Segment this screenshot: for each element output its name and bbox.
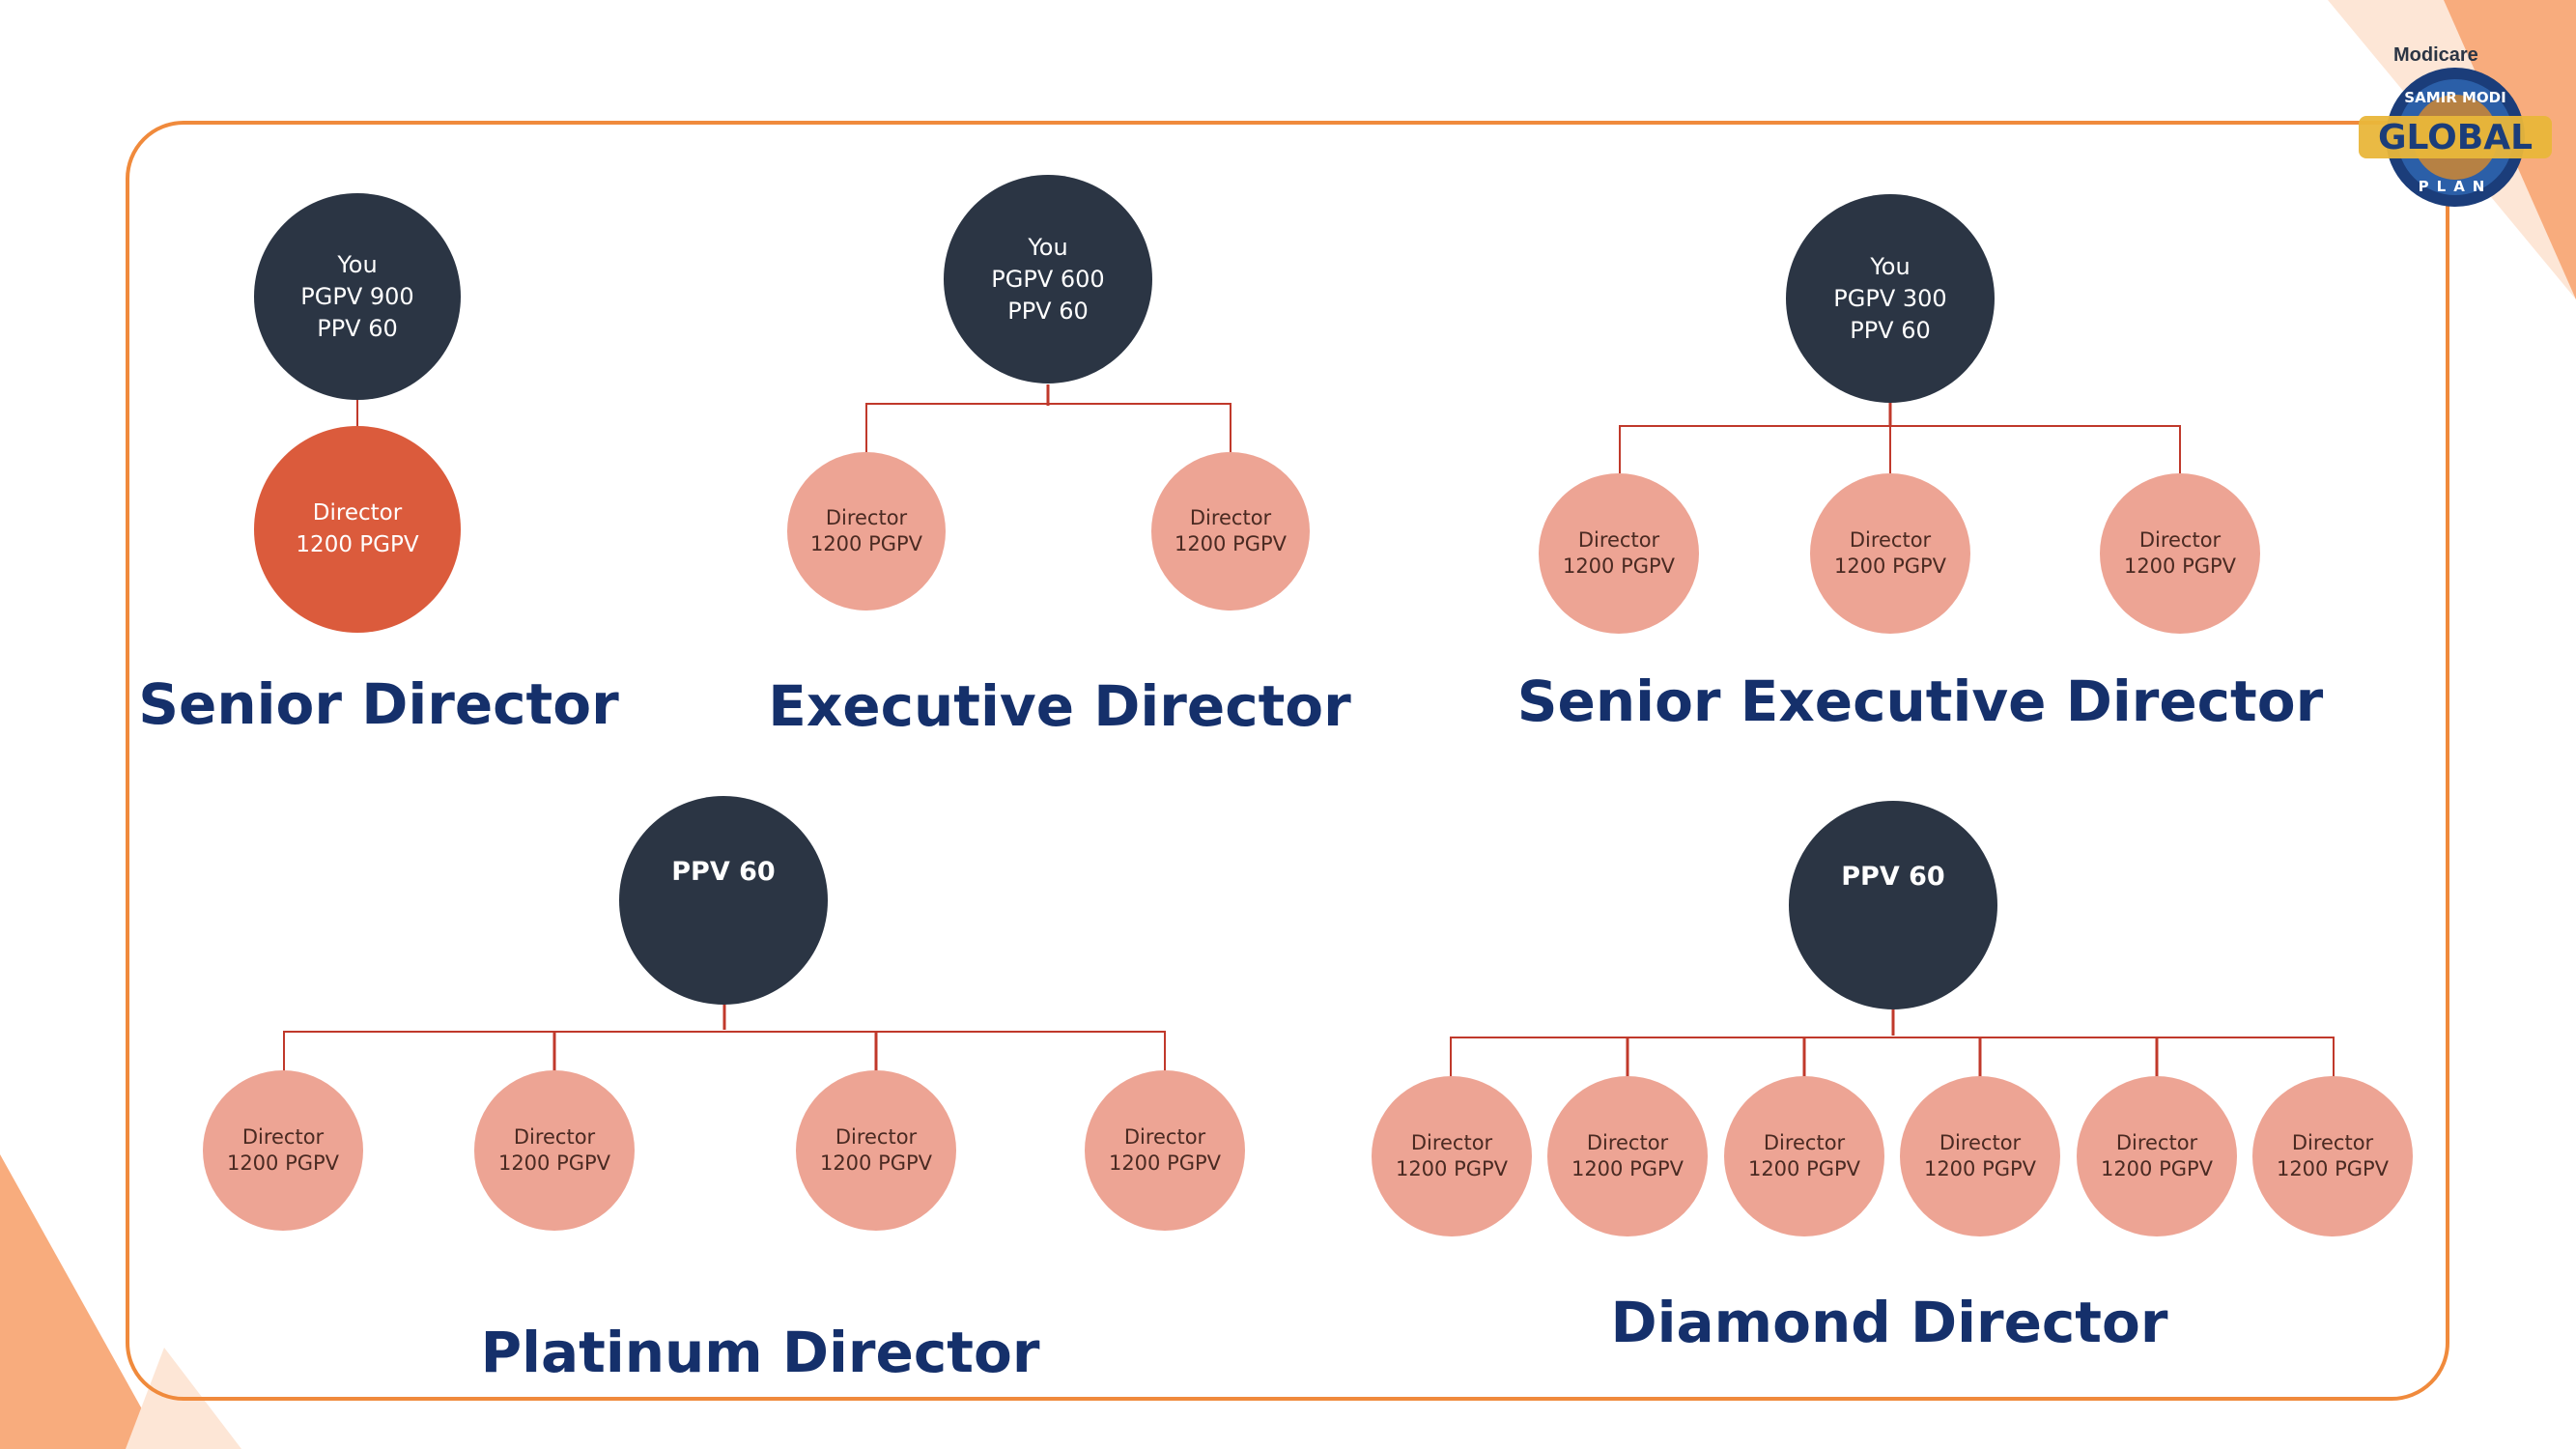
child-line: 1200 PGPV	[1571, 1157, 1684, 1180]
child-line: Director	[2138, 528, 2222, 552]
root-line: You	[1028, 233, 1068, 261]
child-line: Director	[1410, 1131, 1493, 1154]
senior-executive-director-root-node: You PGPV 300 PPV 60	[1786, 194, 1995, 403]
senior-executive-director-title: Senior Executive Director	[1516, 668, 2324, 734]
executive-director-child-node: Director 1200 PGPV	[787, 452, 946, 611]
child-line: 1200 PGPV	[1833, 554, 1947, 578]
platinum-director-root-node: PPV 60	[619, 796, 828, 1005]
root-line: PGPV 900	[300, 282, 414, 310]
senior-executive-director-child-node: Director 1200 PGPV	[1810, 473, 1970, 634]
diamond-director-child-node: Director 1200 PGPV	[2252, 1076, 2413, 1236]
diamond-director-title: Diamond Director	[1610, 1290, 2168, 1355]
root-line: You	[337, 250, 378, 278]
child-line: Director	[1939, 1131, 2022, 1154]
content-frame	[126, 121, 2449, 1401]
diamond-director-root-node: PPV 60	[1789, 801, 1997, 1009]
child-line: 1200 PGPV	[2100, 1157, 2214, 1180]
platinum-director-child-node: Director 1200 PGPV	[1085, 1070, 1245, 1231]
root-line: PPV 60	[671, 856, 776, 887]
root-line: PGPV 600	[991, 265, 1105, 293]
diamond-director-child-node: Director 1200 PGPV	[1547, 1076, 1708, 1236]
logo-bottom-text: PLAN	[2419, 178, 2493, 195]
child-line: Director	[1577, 528, 1660, 552]
child-line: 1200 PGPV	[296, 532, 419, 557]
senior-director-root-node: You PGPV 900 PPV 60	[254, 193, 461, 400]
child-line: 1200 PGPV	[1174, 532, 1288, 555]
child-line: 1200 PGPV	[1747, 1157, 1861, 1180]
child-line: Director	[835, 1125, 918, 1149]
root-line: PPV 60	[1841, 861, 1945, 892]
executive-director-child-node: Director 1200 PGPV	[1151, 452, 1310, 611]
senior-executive-director-child-node: Director 1200 PGPV	[2100, 473, 2260, 634]
senior-director-title: Senior Director	[138, 671, 619, 737]
root-line: PGPV 300	[1833, 284, 1947, 312]
child-line: Director	[2115, 1131, 2198, 1154]
executive-director-root-node: You PGPV 600 PPV 60	[944, 175, 1152, 384]
root-line: PPV 60	[317, 314, 398, 342]
platinum-director-title: Platinum Director	[480, 1320, 1040, 1385]
root-line: You	[1870, 252, 1911, 280]
brand-name: Modicare	[2393, 44, 2478, 66]
child-line: 1200 PGPV	[1395, 1157, 1509, 1180]
child-line: Director	[2291, 1131, 2374, 1154]
child-line: 1200 PGPV	[1562, 554, 1676, 578]
diamond-director-child-node: Director 1200 PGPV	[1724, 1076, 1884, 1236]
senior-executive-director-child-node: Director 1200 PGPV	[1539, 473, 1699, 634]
child-line: Director	[1849, 528, 1932, 552]
platinum-director-child-node: Director 1200 PGPV	[203, 1070, 363, 1231]
child-line: 1200 PGPV	[2276, 1157, 2390, 1180]
child-line: 1200 PGPV	[1108, 1151, 1222, 1175]
child-line: Director	[241, 1125, 325, 1149]
child-line: 1200 PGPV	[2123, 554, 2237, 578]
child-line: Director	[1189, 506, 1272, 529]
child-line: Director	[1123, 1125, 1206, 1149]
root-line: PPV 60	[1850, 316, 1931, 344]
senior-director-child-node: Director 1200 PGPV	[254, 426, 461, 633]
diamond-director-child-node: Director 1200 PGPV	[1900, 1076, 2060, 1236]
global-plan-logo: GLOBAL SAMIR MODI PLAN	[2359, 68, 2552, 207]
child-line: 1200 PGPV	[497, 1151, 611, 1175]
child-line: 1200 PGPV	[226, 1151, 340, 1175]
diamond-director-child-node: Director 1200 PGPV	[2077, 1076, 2237, 1236]
child-line: Director	[312, 500, 403, 526]
child-line: Director	[513, 1125, 596, 1149]
bottom-left-orange-triangle	[0, 1154, 164, 1449]
root-line: PPV 60	[1007, 297, 1089, 325]
child-line: Director	[825, 506, 908, 529]
child-line: 1200 PGPV	[819, 1151, 933, 1175]
platinum-director-child-node: Director 1200 PGPV	[474, 1070, 635, 1231]
child-line: Director	[1586, 1131, 1669, 1154]
child-line: 1200 PGPV	[809, 532, 923, 555]
logo-top-text: SAMIR MODI	[2404, 89, 2505, 106]
child-line: Director	[1763, 1131, 1846, 1154]
platinum-director-child-node: Director 1200 PGPV	[796, 1070, 956, 1231]
logo-middle-text: GLOBAL	[2378, 118, 2533, 157]
executive-director-title: Executive Director	[768, 673, 1351, 739]
diamond-director-child-node: Director 1200 PGPV	[1372, 1076, 1532, 1236]
child-line: 1200 PGPV	[1923, 1157, 2037, 1180]
